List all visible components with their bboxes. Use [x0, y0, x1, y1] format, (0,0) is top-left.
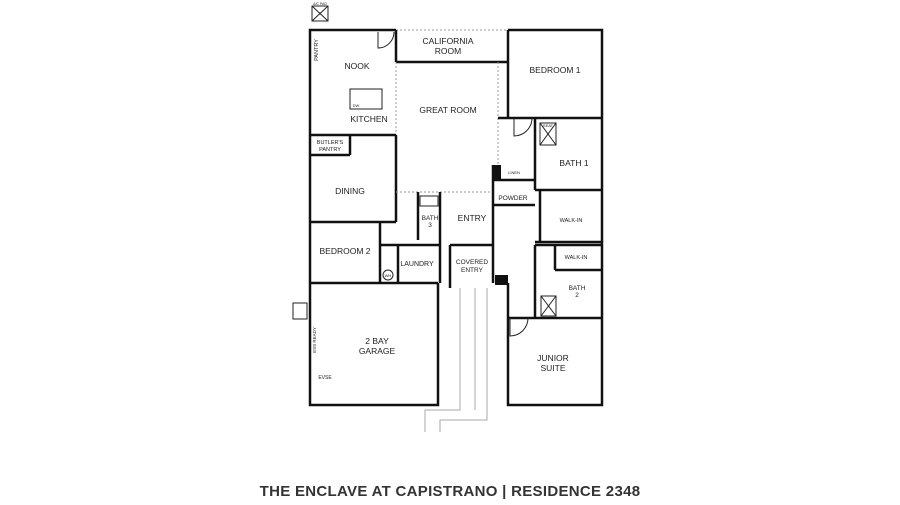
room-bath-3-2: 3 [428, 222, 432, 229]
room-junior-suite-2: SUITE [540, 363, 565, 373]
linen-label: LINEN [508, 170, 520, 175]
room-california-room-2: ROOM [435, 46, 461, 56]
room-garage-2: GARAGE [359, 346, 396, 356]
room-walk-in-1: WALK-IN [560, 218, 583, 224]
room-walk-in-2: WALK-IN [565, 255, 588, 261]
room-laundry: LAUNDRY [400, 261, 434, 268]
room-garage: 2 BAY [365, 336, 389, 346]
room-kitchen: KITCHEN [350, 114, 387, 124]
room-entry: ENTRY [458, 213, 487, 223]
ac-pad-label: A/C PAD [313, 2, 327, 6]
evse-label: EVSE [318, 375, 332, 381]
ess-ready-label: ESS READY [312, 327, 317, 353]
room-butlers-pantry-2: PANTRY [319, 147, 341, 153]
room-bedroom-2: BEDROOM 2 [319, 246, 370, 256]
seat-label: SEAT [543, 123, 554, 128]
dw-label: DW [353, 103, 360, 108]
plan-title: THE ENCLAVE AT CAPISTRANO | RESIDENCE 23… [259, 483, 641, 500]
room-dining: DINING [335, 186, 365, 196]
room-butlers-pantry: BUTLER'S [317, 140, 344, 146]
room-great-room: GREAT ROOM [419, 105, 476, 115]
room-nook: NOOK [344, 61, 369, 71]
walkway [424, 288, 488, 432]
room-bedroom-1: BEDROOM 1 [529, 65, 580, 75]
room-junior-suite: JUNIOR [537, 353, 569, 363]
room-covered-entry: COVERED [456, 259, 488, 266]
pantry-label: PANTRY [314, 39, 320, 61]
room-california-room: CALIFORNIA [422, 36, 473, 46]
walls [308, 28, 604, 407]
room-bath-2-2: 2 [575, 292, 579, 299]
room-bath-3: BATH [422, 215, 439, 222]
room-bath-2: BATH [569, 285, 586, 292]
room-bath-1: BATH 1 [559, 158, 588, 168]
room-powder: POWDER [498, 195, 528, 202]
wh-label: WH [385, 273, 392, 278]
room-covered-entry-2: ENTRY [461, 267, 484, 274]
ac-pad: A/C PAD [311, 2, 329, 22]
fixtures: WH DW [292, 31, 557, 337]
